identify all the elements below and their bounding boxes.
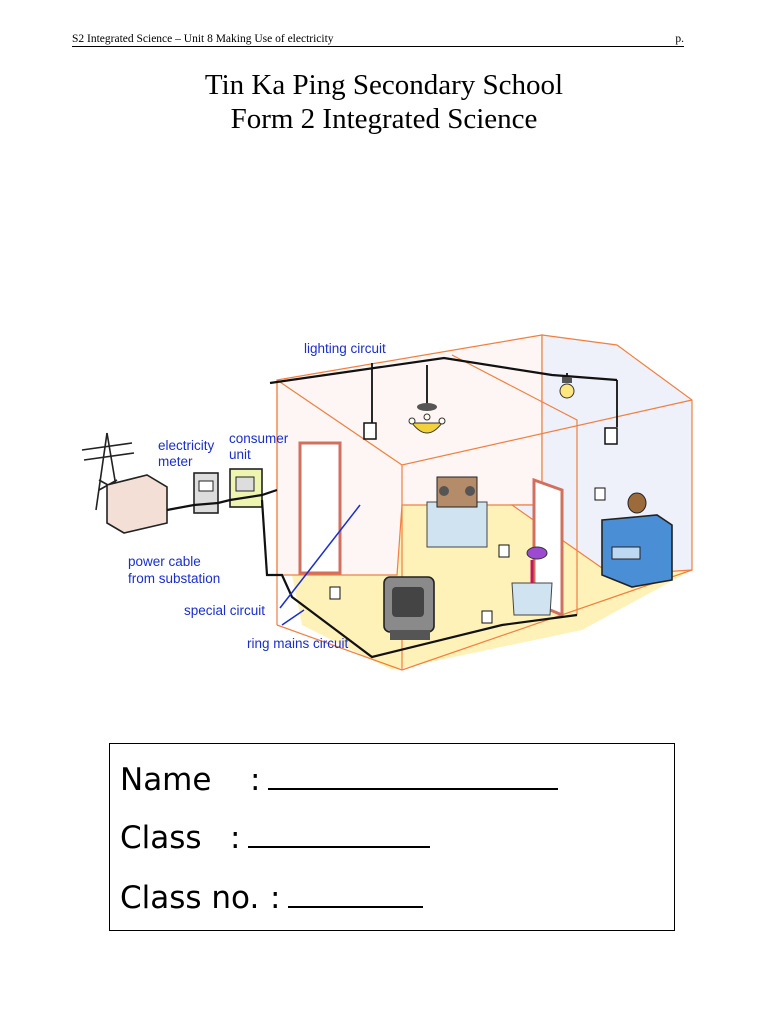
door-left xyxy=(298,441,342,575)
name-row: Name: xyxy=(120,762,559,798)
lighting-circuit-wire xyxy=(269,356,618,385)
socket-2 xyxy=(498,544,510,558)
ring-mains-wire xyxy=(260,499,578,659)
substation-box xyxy=(106,474,168,534)
special-circuit-pointer xyxy=(279,504,361,609)
stereo-table-icon xyxy=(426,476,488,548)
socket-4 xyxy=(329,586,341,600)
name-label: Name xyxy=(120,762,212,798)
label-electricity-meter-2: meter xyxy=(158,454,193,469)
class-row: Class: xyxy=(120,820,431,856)
running-header: S2 Integrated Science – Unit 8 Making Us… xyxy=(72,33,684,47)
consumer-unit-icon xyxy=(229,468,263,508)
class-no-row: Class no.: xyxy=(120,880,424,916)
class-no-blank[interactable] xyxy=(288,880,424,908)
label-electricity-meter-1: electricity xyxy=(158,438,215,453)
house-partition xyxy=(451,354,578,615)
ring-mains-pointer xyxy=(281,609,305,626)
electricity-meter-icon xyxy=(193,472,219,514)
class-no-colon: : xyxy=(270,880,281,916)
label-consumer-unit-2: unit xyxy=(229,447,251,462)
label-power-cable-2: from substation xyxy=(128,571,220,586)
socket-1 xyxy=(594,487,606,501)
supply-cable xyxy=(166,488,278,512)
name-colon: : xyxy=(250,762,261,798)
class-colon: : xyxy=(230,820,241,856)
house-circuit-diagram: lighting circuit electricity meter consu… xyxy=(81,334,693,671)
class-no-label: Class no. xyxy=(120,880,260,916)
name-blank[interactable] xyxy=(268,762,559,790)
chandelier-icon xyxy=(408,403,446,434)
school-name: Tin Ka Ping Secondary School xyxy=(204,69,564,101)
label-power-cable-1: power cable xyxy=(128,554,201,569)
subject-title: Form 2 Integrated Science xyxy=(230,103,538,135)
door-right xyxy=(532,477,564,618)
header-page-number: p. xyxy=(675,33,684,45)
class-blank[interactable] xyxy=(248,820,431,848)
lamp-table-icon xyxy=(511,546,553,616)
label-lighting-circuit: lighting circuit xyxy=(304,341,386,356)
cooker-icon xyxy=(601,492,673,588)
light-switch-left xyxy=(363,422,377,440)
television-icon xyxy=(383,576,435,640)
class-label: Class xyxy=(120,820,202,856)
socket-3 xyxy=(481,610,493,624)
label-consumer-unit-1: consumer xyxy=(229,431,289,446)
header-unit-title: S2 Integrated Science – Unit 8 Making Us… xyxy=(72,33,334,45)
light-bulb-icon xyxy=(559,377,575,399)
label-special-circuit: special circuit xyxy=(184,603,265,618)
label-ring-mains-circuit: ring mains circuit xyxy=(247,636,349,651)
light-switch-right xyxy=(604,427,618,445)
student-info-box: Name: Class: Class no.: xyxy=(109,743,675,931)
